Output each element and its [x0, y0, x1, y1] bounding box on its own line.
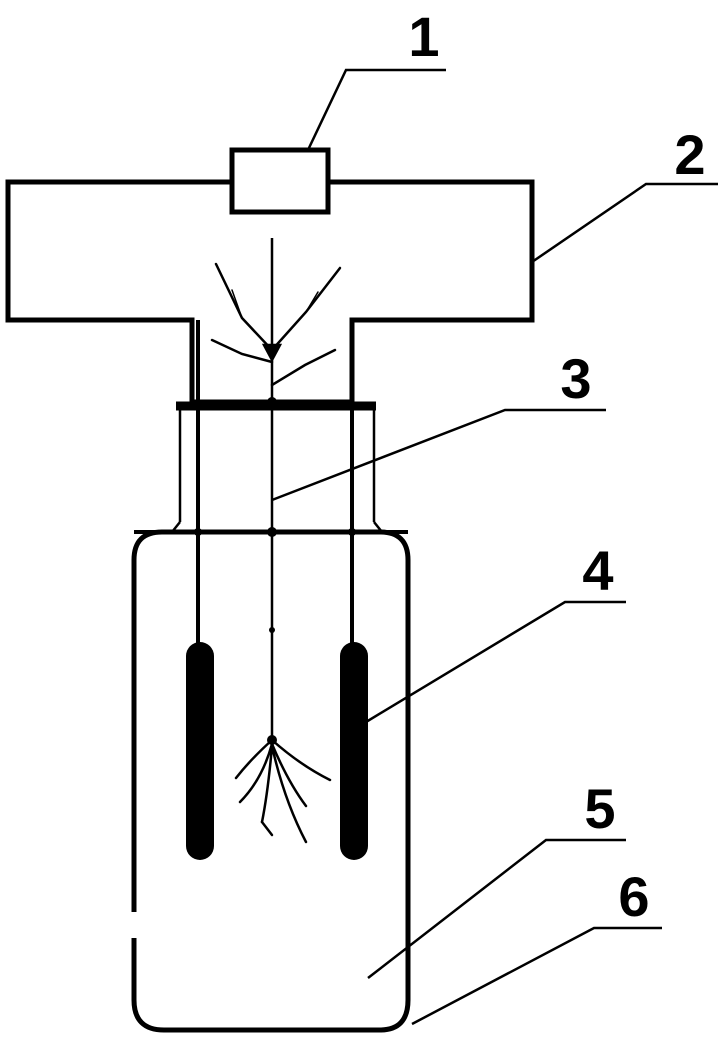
callout-label-4: 4: [582, 539, 613, 602]
callout-leader-lines: [271, 68, 718, 1026]
leader-line-4: [365, 600, 626, 724]
leader-line-2: [531, 182, 718, 264]
top-box-component: [229, 147, 331, 215]
right-electrode: [340, 642, 368, 860]
upper-dendrite: [210, 262, 342, 387]
t-shaped-lid: [5, 179, 535, 405]
wire-junction-dots: [194, 397, 356, 633]
leader-line-5: [367, 838, 626, 979]
callout-label-6: 6: [618, 865, 649, 928]
lower-dendrite: [234, 735, 332, 844]
electrode-wires: [196, 320, 354, 650]
callout-label-3: 3: [560, 347, 591, 410]
leader-line-1: [306, 68, 446, 151]
leader-line-3: [271, 408, 606, 502]
leader-line-6: [411, 926, 662, 1026]
callout-label-1: 1: [408, 5, 439, 68]
bottle-neck: [171, 401, 383, 533]
callout-label-5: 5: [584, 777, 615, 840]
callout-label-2: 2: [674, 123, 705, 186]
left-electrode: [186, 642, 214, 860]
